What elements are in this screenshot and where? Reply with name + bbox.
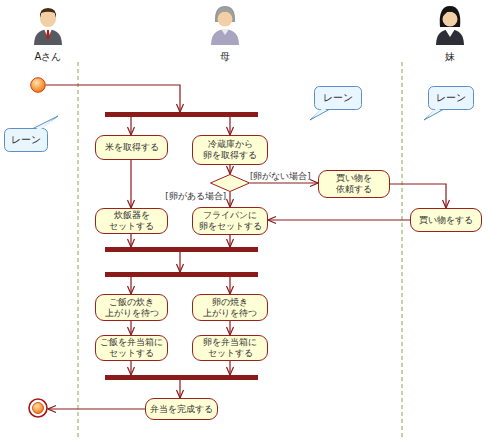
callout-seam [312,108,329,119]
flow-arrow [250,182,318,183]
lane-divider [78,62,79,440]
action-box: 買い物をする [410,208,482,232]
flow-arrow [229,321,230,335]
fork-join-bar [105,247,258,252]
node-text: 炊飯器を セットする [98,210,165,232]
flow-arrow [390,184,446,208]
flow-arrow [130,117,131,135]
action-box: 卵の焼き 上がりを待つ [192,294,268,321]
lane-callout: レーン [4,128,48,152]
node-text: 冷蔵庫から 卵を取得する [195,139,265,161]
guard-label: [卵がある場合] [146,191,226,203]
actor-name: 妹 [410,50,490,64]
start-circle [31,78,46,93]
actor-head [40,11,56,27]
actor-collar [221,29,229,35]
actor-hair [40,8,56,18]
actor-icon [436,6,464,45]
end-dot [33,403,44,414]
action-box: フライパンに 卵をセットする [192,207,268,235]
actor-name: 母 [185,50,265,64]
callout-seam [426,108,443,119]
flow-arrow [229,361,230,375]
circle-shape [30,77,46,93]
fork-join-bar [105,112,258,117]
node-text: 卵を弁当箱に セットする [195,337,265,359]
flow-arrow [130,234,131,247]
callout-body [315,87,362,110]
flow-arrow [48,408,145,409]
decision-diamond [210,174,250,192]
callout-text: レーン [323,92,353,103]
actor-hair [217,8,233,17]
node-text: フライパンに 卵をセットする [195,210,265,232]
node-text: 弁当を完成する [150,404,213,415]
flow-arrow [46,85,180,112]
actor-body [211,29,239,45]
flow-arrow [130,160,131,208]
circle-shape [28,398,48,418]
flow-arrow [179,380,180,398]
callout-text: レーン [11,134,41,145]
actor-icon [34,8,62,45]
flow-arrow [268,219,410,220]
action-box: 卵を弁当箱に セットする [192,335,268,361]
lane-callout: レーン [314,86,362,110]
flow-arrow [229,117,230,135]
flow-arrow [130,321,131,335]
action-box: 冷蔵庫から 卵を取得する [192,135,268,165]
actor-icon [211,6,239,45]
callout-body [5,129,48,152]
node-text: ご飯の炊き 上がりを待つ [98,297,165,319]
lane-callout: レーン [428,86,474,110]
actor-collar [445,29,455,37]
node-text: ご飯を弁当箱に セットする [98,337,165,359]
flow-arrow [229,192,230,207]
guard-label: [卵がない場合] [250,171,320,183]
action-box: 炊飯器を セットする [95,208,168,234]
flow-arrow [229,165,230,174]
lane-divider [402,62,403,440]
flow-arrow [229,277,230,294]
actor-hair [442,8,458,17]
actor-body [34,29,62,45]
actor-name: Aさん [8,50,88,64]
action-box: 米を取得する [95,135,168,160]
flow-arrow [130,361,131,375]
actor-hair [440,6,461,27]
node-text: 卵の焼き 上がりを待つ [195,297,265,319]
callout-text: レーン [436,92,466,103]
action-box: ご飯の炊き 上がりを待つ [95,294,168,321]
fork-join-bar [105,272,258,277]
diamond-outline [211,175,250,192]
final-node [28,398,48,418]
action-box: 弁当を完成する [145,398,218,420]
actor-tie [46,30,49,40]
flow-arrow [229,235,230,247]
fork-join-bar [105,375,258,380]
node-text: 買い物を 依頼する [321,173,387,195]
node-text: 米を取得する [105,142,159,153]
node-text: 買い物をする [419,215,473,226]
callout-body [429,87,474,110]
flow-arrow [179,252,180,272]
flow-arrow [130,277,131,294]
action-box: ご飯を弁当箱に セットする [95,335,168,361]
end-ring [29,399,47,417]
initial-node [30,77,46,93]
actor-body [436,29,464,45]
callout-tail [32,116,58,129]
actor-head [218,12,233,27]
action-box: 買い物を 依頼する [318,170,390,198]
diamond-shape [210,174,250,192]
callout-seam [33,118,56,131]
